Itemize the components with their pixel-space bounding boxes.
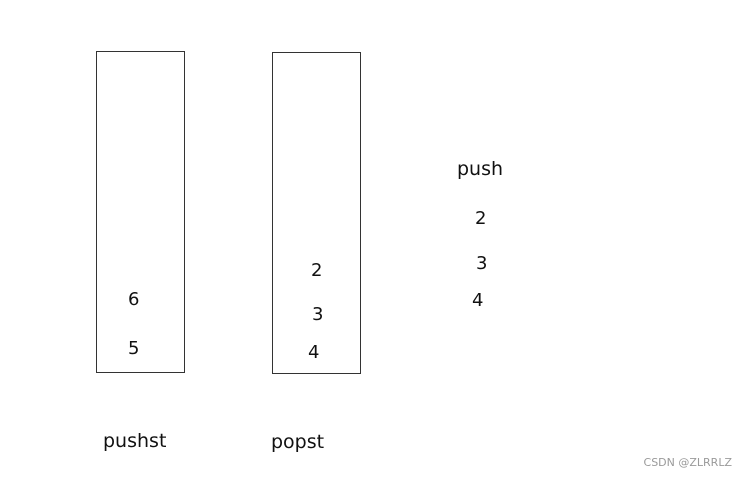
popst-item: 4 (308, 342, 320, 363)
popst-label: popst (271, 431, 325, 453)
popst-item: 3 (312, 304, 324, 325)
push-item: 2 (475, 208, 487, 229)
pushst-stack-box (96, 51, 185, 373)
pushst-label: pushst (103, 430, 167, 452)
pushst-item: 5 (128, 338, 140, 359)
popst-stack-box (272, 52, 361, 374)
push-item: 3 (476, 253, 488, 274)
push-item: 4 (472, 290, 484, 311)
pushst-item: 6 (128, 289, 140, 310)
watermark: CSDN @ZLRRLZ (643, 456, 732, 469)
push-label: push (457, 158, 504, 180)
popst-item: 2 (311, 260, 323, 281)
